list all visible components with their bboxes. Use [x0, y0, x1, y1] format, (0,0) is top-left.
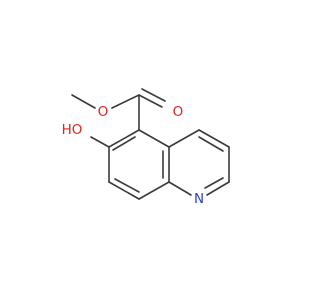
bond-c4-c3-inner: [198, 136, 224, 152]
bond-carbonyl-double-a: [138, 94, 163, 108]
bond-c2-n1: [206, 181, 230, 196]
bond-c7-c8: [108, 181, 140, 200]
bond-c7-c8-inner: [114, 178, 140, 193]
hydroxyl-label: HO: [62, 122, 83, 138]
carbonyl-oxygen-label: O: [173, 104, 184, 120]
ester-oxygen-label: O: [98, 104, 109, 120]
bond-c4a-c5: [138, 129, 170, 148]
bond-c5-c6: [108, 129, 140, 148]
bond-c8-c8a: [138, 181, 170, 200]
bond-carbonyl-double-b: [141, 88, 166, 102]
bond-c4-c3: [198, 129, 230, 148]
bond-c4a-c4: [168, 129, 200, 148]
bond-c5-c6-inner: [112, 136, 136, 151]
molecule-structure: O O HO N: [62, 88, 230, 207]
bond-ester-o-carbonyl-c: [111, 94, 140, 109]
bond-c6-hydroxyl: [90, 136, 110, 148]
ring-nitrogen-label: N: [194, 191, 204, 207]
bond-methyl-ester-o: [71, 94, 96, 109]
structure-canvas: O O HO N: [61, 88, 230, 207]
bond-c2-n1-inner: [204, 177, 224, 189]
bond-n1-c8a: [168, 181, 192, 196]
